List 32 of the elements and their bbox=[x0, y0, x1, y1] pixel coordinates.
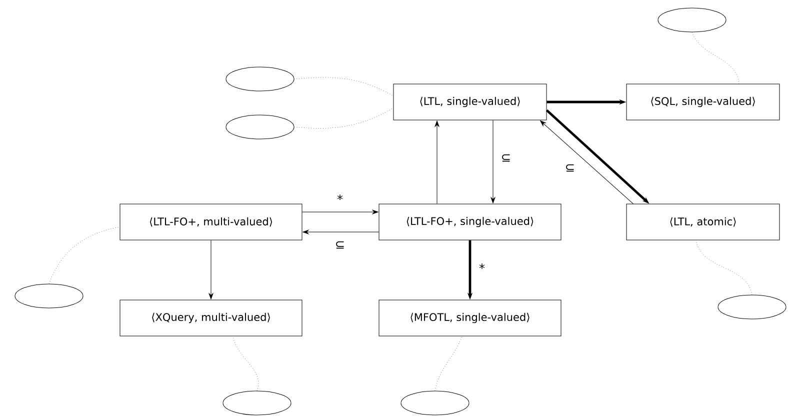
tool-ellipse bbox=[14, 284, 84, 308]
arrow bbox=[302, 210, 378, 214]
dotted-line bbox=[294, 108, 394, 128]
tool-ellipse bbox=[222, 390, 292, 416]
edge-label: ⊆ bbox=[334, 240, 346, 250]
formalism-box: ⟨SQL, single-valued⟩ bbox=[626, 84, 780, 120]
edge-label: * bbox=[478, 262, 486, 274]
dotted-line bbox=[48, 226, 120, 284]
tool-ellipse bbox=[658, 8, 726, 32]
arrow bbox=[434, 120, 440, 204]
dotted-line bbox=[232, 336, 258, 391]
arrow bbox=[208, 240, 214, 300]
formalism-box: ⟨LTL-FO+, multi-valued⟩ bbox=[120, 204, 302, 240]
dotted-line bbox=[434, 336, 462, 391]
arrow bbox=[490, 120, 496, 204]
dotted-line bbox=[696, 240, 752, 295]
edge-label: ⊆ bbox=[500, 153, 512, 163]
tool-ellipse bbox=[226, 114, 294, 140]
dotted-line bbox=[294, 77, 394, 96]
edge-label: * bbox=[336, 194, 344, 204]
tool-ellipse bbox=[226, 66, 294, 92]
arrow bbox=[540, 120, 634, 204]
arrow bbox=[302, 230, 379, 234]
formalism-box: ⟨MFOTL, single-valued⟩ bbox=[378, 300, 562, 336]
formalism-box: ⟨LTL-FO+, single-valued⟩ bbox=[378, 204, 562, 240]
dotted-line bbox=[692, 32, 740, 84]
formalism-box: ⟨XQuery, multi-valued⟩ bbox=[120, 300, 302, 336]
tool-ellipse bbox=[400, 390, 470, 416]
tool-ellipse bbox=[718, 294, 786, 320]
edge-label: ⊆ bbox=[564, 163, 576, 173]
formalism-box: ⟨LTL, atomic⟩ bbox=[626, 204, 780, 240]
formalism-box: ⟨LTL, single-valued⟩ bbox=[393, 84, 547, 120]
